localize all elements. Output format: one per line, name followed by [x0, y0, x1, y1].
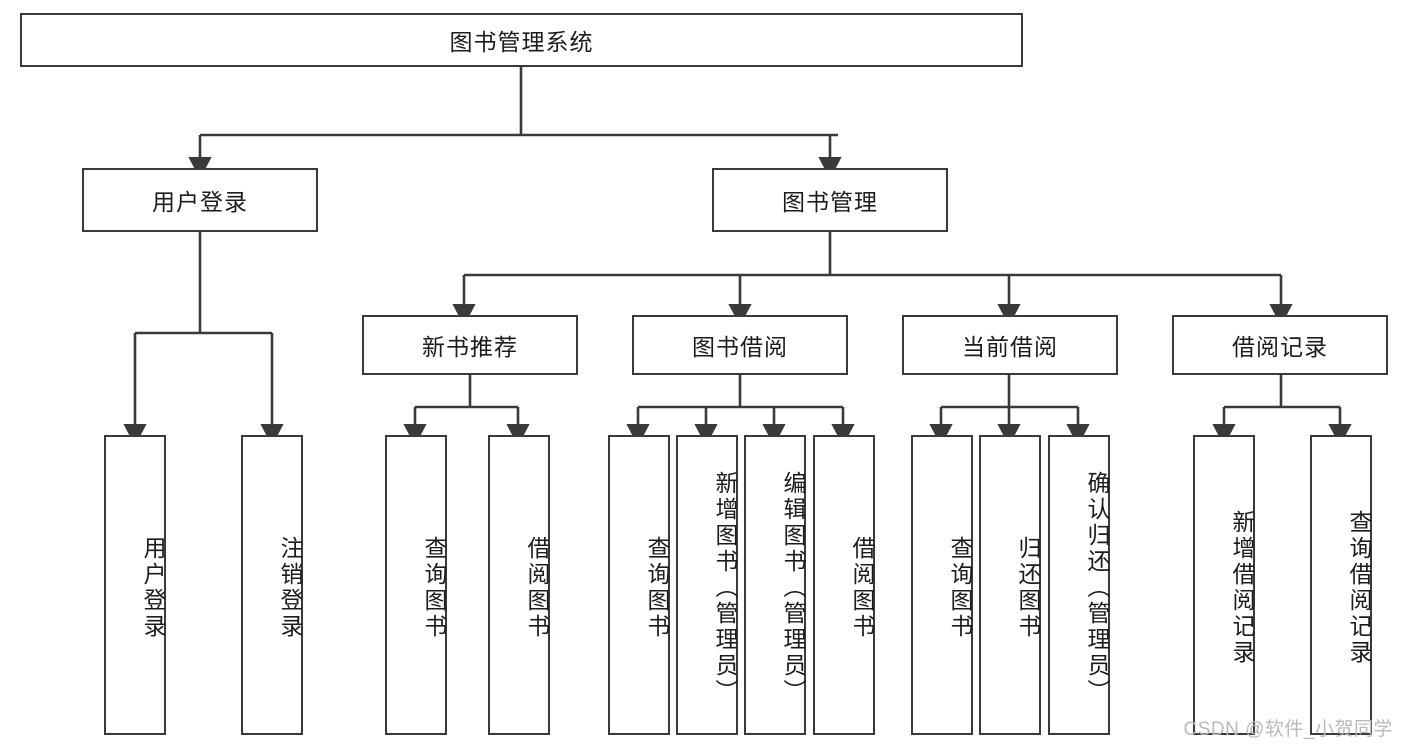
- leaf-query-books-current[interactable]: 查询图书: [911, 435, 973, 735]
- node-label: 注销登录: [277, 536, 303, 640]
- leaf-logout[interactable]: 注销登录: [241, 435, 303, 735]
- node-root-library-system[interactable]: 图书管理系统: [20, 13, 1023, 67]
- node-label: 新增借阅记录: [1229, 510, 1255, 666]
- leaf-query-borrowing-record[interactable]: 查询借阅记录: [1310, 435, 1372, 735]
- node-borrowing-records[interactable]: 借阅记录: [1172, 315, 1388, 375]
- leaf-edit-book-admin[interactable]: 编辑图书（管理员）: [744, 435, 806, 735]
- leaf-query-books-borrowing[interactable]: 查询图书: [608, 435, 670, 735]
- node-label: 图书管理: [782, 189, 878, 215]
- node-label: 借阅记录: [1232, 334, 1328, 360]
- node-label: 借阅图书: [524, 536, 550, 640]
- node-label: 确认归还（管理员）: [1084, 471, 1110, 705]
- node-label: 新增图书（管理员）: [712, 471, 738, 705]
- node-user-login[interactable]: 用户登录: [82, 168, 318, 232]
- leaf-query-books-recommendation[interactable]: 查询图书: [385, 435, 447, 735]
- node-label: 查询图书: [947, 536, 973, 640]
- node-label: 编辑图书（管理员）: [780, 471, 806, 705]
- leaf-add-book-admin[interactable]: 新增图书（管理员）: [676, 435, 738, 735]
- leaf-borrow-books-recommendation[interactable]: 借阅图书: [488, 435, 550, 735]
- node-label: 图书管理系统: [449, 29, 594, 55]
- node-current-borrowing[interactable]: 当前借阅: [902, 315, 1118, 375]
- node-label: 查询图书: [421, 536, 447, 640]
- node-label: 查询图书: [644, 536, 670, 640]
- leaf-borrow-books-borrowing[interactable]: 借阅图书: [813, 435, 875, 735]
- leaf-user-login[interactable]: 用户登录: [104, 435, 166, 735]
- node-book-borrowing[interactable]: 图书借阅: [632, 315, 848, 375]
- node-label: 归还图书: [1015, 536, 1041, 640]
- node-label: 借阅图书: [849, 536, 875, 640]
- leaf-return-books[interactable]: 归还图书: [979, 435, 1041, 735]
- leaf-confirm-return-admin[interactable]: 确认归还（管理员）: [1048, 435, 1110, 735]
- leaf-add-borrowing-record[interactable]: 新增借阅记录: [1193, 435, 1255, 735]
- node-label: 用户登录: [140, 536, 166, 640]
- node-label: 查询借阅记录: [1346, 510, 1372, 666]
- node-new-book-recommendation[interactable]: 新书推荐: [362, 315, 578, 375]
- node-book-management[interactable]: 图书管理: [712, 168, 948, 232]
- watermark: CSDN @软件_小贺同学: [1183, 719, 1393, 740]
- node-label: 新书推荐: [422, 334, 518, 360]
- node-label: 当前借阅: [962, 334, 1058, 360]
- node-label: 用户登录: [152, 189, 248, 215]
- node-label: 图书借阅: [692, 334, 788, 360]
